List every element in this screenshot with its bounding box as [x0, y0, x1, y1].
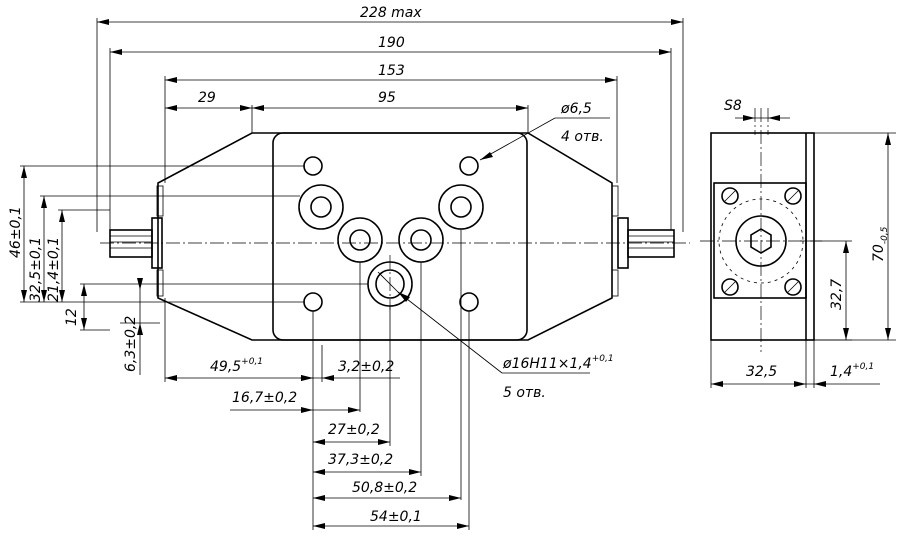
port	[310, 196, 332, 218]
dim-70: 70-0,5	[871, 226, 890, 262]
port	[410, 229, 432, 251]
side-screws	[721, 187, 802, 296]
dim-190: 190	[378, 35, 405, 51]
dim-32-5: 32,5±0,1	[28, 237, 44, 302]
mount-hole	[459, 156, 479, 176]
side-mounting-face	[713, 182, 807, 299]
dim-port-dia: ø16H11×1,4+0,1	[502, 354, 614, 372]
dim-32-5-side: 32,5	[746, 364, 777, 380]
port	[438, 184, 484, 230]
dim-50-8: 50,8±0,2	[352, 480, 417, 496]
dim-6-3: 6,3±0,2	[123, 316, 139, 372]
dim-hole-dia: ø6,5	[560, 101, 592, 117]
dim-port-count: 5 отв.	[503, 385, 546, 401]
dim-46: 46±0,1	[8, 206, 24, 258]
left-dimensions: 46±0,1 32,5±0,1 21,4±0,1 12 6,3±0,2	[8, 165, 368, 375]
port	[349, 229, 371, 251]
port	[450, 196, 472, 218]
dim-37-3: 37,3±0,2	[328, 452, 393, 468]
front-view	[100, 132, 690, 341]
mounting-plate	[272, 132, 528, 341]
dim-49-5: 49,5+0,1	[210, 357, 263, 375]
ports	[298, 184, 484, 307]
dim-153: 153	[378, 63, 405, 79]
mount-hole	[303, 156, 323, 176]
bottom-dimensions: 49,5+0,1 3,2±0,2 16,7±0,2 27±0,2 37,3±0,…	[164, 229, 614, 530]
side-view: S8 70-0,5 32,7 32,5 1,4+0,1	[700, 98, 896, 388]
dim-54: 54±0,1	[370, 509, 422, 525]
dim-228-max: 228 max	[360, 5, 422, 21]
dim-3-2: 3,2±0,2	[338, 359, 394, 375]
screw	[784, 278, 802, 296]
screw	[784, 187, 802, 205]
port	[398, 217, 444, 263]
dim-s8: S8	[724, 98, 742, 114]
mount-hole	[303, 292, 323, 312]
right-shaft	[611, 185, 675, 297]
dim-1-4: 1,4+0,1	[830, 362, 874, 380]
side-body-outline	[710, 132, 815, 341]
screw	[721, 278, 739, 296]
dim-27: 27±0,2	[328, 422, 380, 438]
screw	[721, 187, 739, 205]
top-dimensions: 228 max 190 153 29 95 ø6,5 4 отв.	[96, 5, 684, 232]
mounting-holes	[303, 156, 479, 312]
dim-32-7: 32,7	[829, 279, 845, 310]
dim-16-7: 16,7±0,2	[232, 390, 297, 406]
dim-21-4: 21,4±0,1	[46, 237, 62, 302]
port	[298, 184, 344, 230]
left-shaft	[109, 185, 164, 297]
port	[375, 269, 405, 299]
dim-hole-count: 4 отв.	[561, 129, 604, 145]
port	[337, 217, 383, 263]
mount-hole	[459, 292, 479, 312]
dim-12: 12	[64, 308, 80, 326]
valve-body-outline	[157, 132, 613, 341]
dim-29: 29	[198, 90, 216, 106]
dim-95: 95	[378, 90, 396, 106]
